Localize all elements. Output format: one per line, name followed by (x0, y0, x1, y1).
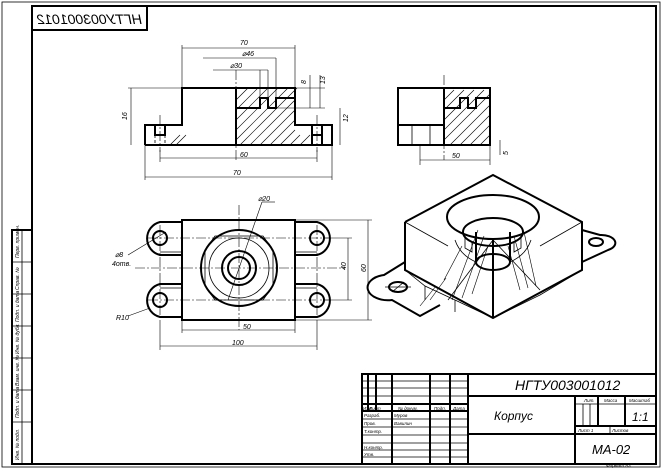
dim-13: 13 (320, 76, 327, 84)
dim-phi8: ⌀8 (115, 252, 123, 259)
dim-4holes: 4отв. (112, 261, 131, 268)
dim-5: 5 (503, 151, 510, 155)
plan-view (135, 205, 345, 330)
col-sign: Подп. (434, 406, 446, 411)
side-dimensions: 50 5 (419, 140, 510, 165)
top-code-text: НГТУ003001012 (36, 11, 142, 27)
isometric-view (366, 173, 617, 320)
front-section-hatch-area (236, 88, 325, 145)
title-block: НГТУ003001012 Изм Лист № докум. Подп. Да… (361, 373, 657, 465)
row-razrab: Разраб. (364, 413, 380, 418)
format-label: Формат А3 (606, 463, 631, 468)
hdr-lit: Лит. (583, 398, 595, 403)
side-hatching (443, 89, 491, 146)
hdr-mass: Масса (604, 398, 618, 403)
col-izm: Изм (363, 406, 371, 411)
title-material: МА-02 (592, 442, 631, 457)
row-utv: Утв. (364, 452, 374, 457)
col-list: Лист (368, 406, 381, 411)
hdr-scale: Масштаб (629, 398, 650, 403)
side-label-5: Взам. инв. № (15, 354, 21, 386)
dim-60-front: 60 (240, 152, 248, 159)
side-label-3: Подп. и дата (15, 290, 21, 322)
dim-R10: R10 (116, 315, 129, 322)
name-prov: Вавилин (394, 421, 412, 426)
col-doc: № докум. (398, 406, 418, 411)
row-nkontr: Н.контр. (364, 445, 383, 450)
front-dimensions: 70 ⌀46 ⌀30 8 13 16 12 60 70 (122, 40, 350, 180)
plan-dimensions: ⌀20 ⌀8 4отв. R10 50 100 40 60 (112, 196, 372, 350)
dim-12: 12 (343, 114, 350, 122)
row-prov: Пров. (364, 421, 376, 426)
dim-phi46: ⌀46 (242, 51, 254, 58)
dim-16: 16 (122, 112, 129, 120)
side-view (397, 75, 491, 160)
dim-50-side: 50 (452, 153, 460, 160)
side-label-1: Перв. примен. (15, 225, 21, 258)
iso-hatching (419, 229, 537, 307)
dim-phi30: ⌀30 (230, 63, 242, 70)
side-label-2: Справ. № (15, 267, 21, 290)
top-code-box: НГТУ003001012 (31, 5, 148, 31)
side-label-7: Инв. № подл. (15, 429, 21, 460)
side-label-6: Подп. и дата (15, 386, 21, 418)
scale-value: 1:1 (632, 410, 649, 424)
left-side-strip: Перв. примен. Справ. № Подп. и дата Инв.… (11, 225, 33, 465)
sheets-label: Листов (611, 428, 629, 433)
col-date: Дата (452, 406, 465, 411)
dim-50-plan: 50 (243, 324, 251, 331)
side-label-4: Инв. № дубл. (15, 323, 21, 354)
name-razrab: Муров (394, 413, 408, 418)
title-name: Корпус (494, 409, 533, 423)
row-tkontr: Т.контр. (364, 429, 382, 434)
dim-70-total: 70 (233, 170, 241, 177)
dim-100: 100 (232, 340, 244, 347)
dim-phi20: ⌀20 (258, 196, 270, 203)
dim-40: 40 (341, 262, 348, 270)
dim-70-top: 70 (240, 40, 248, 47)
sheet-label: Лист 1 (577, 428, 594, 433)
dim-8: 8 (301, 80, 308, 84)
title-code: НГТУ003001012 (515, 377, 621, 393)
dim-60-plan: 60 (361, 264, 368, 272)
